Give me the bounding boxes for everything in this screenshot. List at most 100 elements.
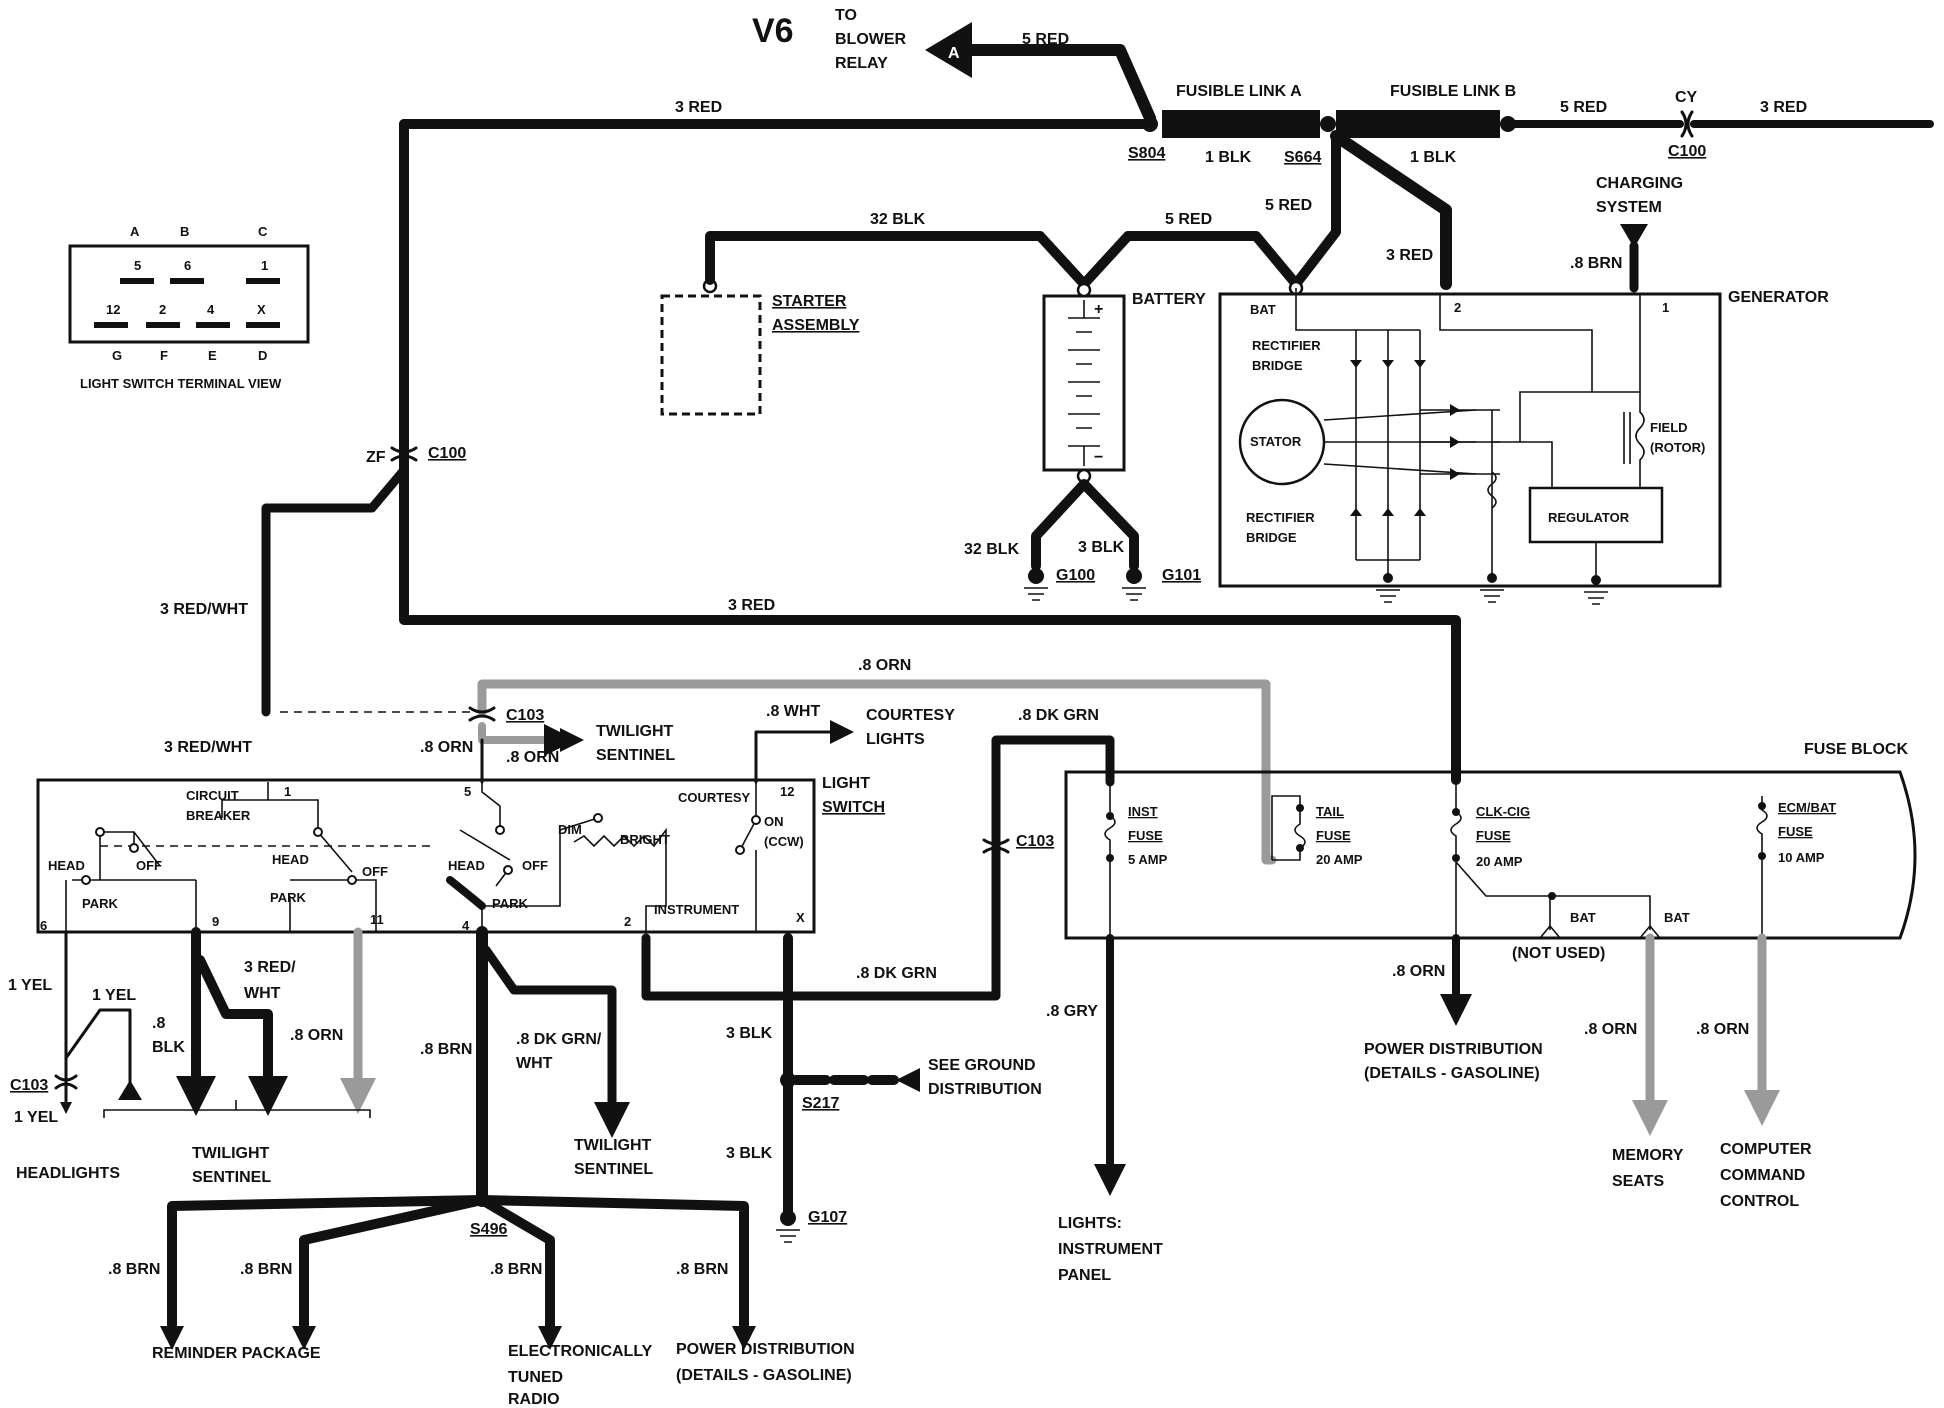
rectifier-label: RECTIFIER	[1246, 510, 1315, 525]
starter-assembly	[660, 294, 762, 416]
term-number: 5	[134, 258, 141, 273]
connector-a-arrow: A	[925, 22, 1156, 124]
twilight-label: TWILIGHT	[574, 1137, 652, 1154]
wire-label: 3 RED/WHT	[160, 601, 248, 618]
bat-terminal-label: BAT	[1250, 302, 1276, 317]
charging-arrow	[1620, 224, 1648, 248]
engine-label: V6	[752, 12, 794, 50]
wire-label: .8	[152, 1015, 165, 1032]
blower-relay-label: TO	[835, 7, 857, 24]
term-number: 1	[261, 258, 268, 273]
wire-8wht	[754, 730, 832, 784]
etr-label: ELECTRONICALLY	[508, 1343, 653, 1360]
splice-label: S217	[802, 1095, 839, 1112]
ground-label: G107	[808, 1209, 847, 1226]
wire-label: .8 BRN	[108, 1261, 160, 1278]
wire-5red-batt	[1079, 231, 1301, 289]
svg-text:+: +	[1094, 301, 1103, 318]
wire-label: 32 BLK	[964, 541, 1020, 558]
terminal-label: 12	[780, 784, 794, 799]
wire-3red-gen	[1330, 130, 1452, 290]
wire-label: 3 RED	[728, 597, 775, 614]
connector-label: CY	[1675, 89, 1698, 106]
battery-label: BATTERY	[1132, 291, 1206, 308]
wire-8dkgrnwht	[481, 945, 630, 1138]
term-letter: C	[258, 224, 268, 239]
wire-label: .8 ORN	[506, 749, 559, 766]
connector-label: C100	[428, 445, 466, 462]
memory-seats-label: SEATS	[1612, 1173, 1664, 1190]
term-letter: D	[258, 348, 267, 363]
wire-5red-link	[1291, 131, 1341, 289]
fuse-label: FUSE	[1128, 828, 1163, 843]
wire-label: .8 BRN	[240, 1261, 292, 1278]
wire-8dkgrn-bot	[641, 845, 1001, 1001]
see-ground-label: DISTRIBUTION	[928, 1081, 1042, 1098]
lights-ip-label: LIGHTS:	[1058, 1215, 1122, 1232]
splice-label: S804	[1128, 145, 1165, 162]
ground-g101	[1122, 568, 1146, 601]
fusible-link-b	[1336, 110, 1500, 138]
term-number: 6	[184, 258, 191, 273]
terminal-label: 1	[1662, 300, 1669, 315]
blower-relay-label-3: RELAY	[835, 55, 888, 72]
wire-label: .8 ORN	[1696, 1021, 1749, 1038]
connector-label: C103	[506, 707, 544, 724]
splice-s217	[780, 1072, 796, 1088]
wire-label: 1 YEL	[14, 1109, 58, 1126]
wire-label: .8 ORN	[1584, 1021, 1637, 1038]
twilight-label: TWILIGHT	[192, 1145, 270, 1162]
fusible-link-b-label: FUSIBLE LINK B	[1390, 83, 1516, 100]
rectifier-label: BRIDGE	[1246, 530, 1297, 545]
wire-label: 1 BLK	[1205, 149, 1252, 166]
wire-label: .8 ORN	[858, 657, 911, 674]
wire-8dkgrn	[991, 735, 1115, 993]
rectifier-label: BRIDGE	[1252, 358, 1303, 373]
headlights-label: HEADLIGHTS	[16, 1165, 120, 1182]
circuit-breaker-label: BREAKER	[186, 808, 251, 823]
wire-label: .8 DK GRN	[856, 965, 937, 982]
wire-label: 1 BLK	[1410, 149, 1457, 166]
connector-label: ZF	[366, 449, 386, 466]
connector-label: C103	[1016, 833, 1054, 850]
switch-label: PARK	[270, 890, 306, 905]
wire-label: .8 BRN	[676, 1261, 728, 1278]
lights-ip-label: PANEL	[1058, 1267, 1111, 1284]
term-letter: E	[208, 348, 217, 363]
ccc-label: COMMAND	[1720, 1167, 1805, 1184]
term-number: 2	[159, 302, 166, 317]
wire-label: 32 BLK	[870, 211, 926, 228]
fuse-inst	[1104, 782, 1116, 938]
wire-label: .8 DK GRN	[1018, 707, 1099, 724]
switch-label: ON	[764, 814, 784, 829]
splice-s804	[1142, 116, 1158, 132]
switch-label: OFF	[522, 858, 548, 873]
term-letter: B	[180, 224, 189, 239]
not-used-label: (NOT USED)	[1512, 945, 1605, 962]
connector-label: C100	[1668, 143, 1706, 160]
wire-label: .8 ORN	[420, 739, 473, 756]
wire-label: .8 ORN	[290, 1027, 343, 1044]
twilight-label: SENTINEL	[596, 747, 675, 764]
wire-8brn-dist	[167, 1195, 749, 1335]
wire-label: 1 YEL	[92, 987, 136, 1004]
terminal-label: 2	[1454, 300, 1461, 315]
fuse-label: FUSE	[1316, 828, 1351, 843]
power-dist-label: (DETAILS - GASOLINE)	[676, 1367, 852, 1384]
fuse-label: BAT	[1664, 910, 1690, 925]
wire-1yel-branch	[64, 1008, 132, 1092]
wire-8orn-twilight	[478, 722, 576, 756]
ground-g107	[776, 1210, 800, 1243]
wire-label: .8 DK GRN/	[516, 1031, 602, 1048]
splice-label: S664	[1284, 149, 1321, 166]
terminal-label: 5	[464, 784, 471, 799]
wire-label: .8 ORN	[1392, 963, 1445, 980]
wire-label: 5 RED	[1265, 197, 1312, 214]
fuse-label: BAT	[1570, 910, 1596, 925]
wire-label: .8 GRY	[1046, 1003, 1098, 1020]
wire-label: 3 RED	[1760, 99, 1807, 116]
twilight-label: TWILIGHT	[596, 723, 674, 740]
etr-label: RADIO	[508, 1391, 560, 1408]
fuse-label: 10 AMP	[1778, 850, 1825, 865]
